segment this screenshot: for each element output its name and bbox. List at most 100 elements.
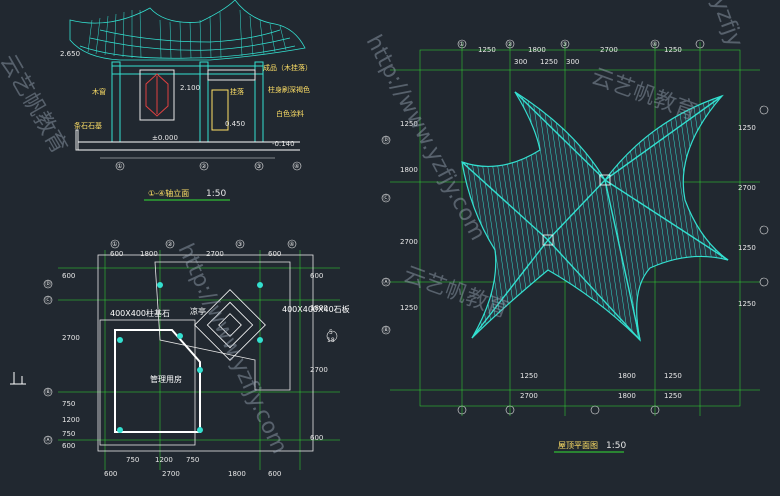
elevation-axis-4: ④ [294,163,299,170]
roof-left-dim-2: 1800 [400,166,418,174]
roof-axis-4: ④ [652,41,657,48]
section-sub: 18 [327,337,335,344]
elevation-note-6: 条石石基 [74,121,102,130]
floor-top-dim-2: 1800 [140,250,158,258]
roof-top2-dim-3: 300 [566,58,579,66]
roof-axis-d: Ⓓ [383,136,389,144]
roof-axis-a: Ⓐ [383,278,389,286]
roof-axis-b: Ⓑ [383,326,389,334]
roof-bot1-dim-1: 1250 [520,372,538,380]
floor-bot2-dim-2: 2700 [162,470,180,478]
floor-plan-walls [97,254,314,452]
floor-bot1-dim-3: 750 [186,456,199,464]
roof-top-dim-1: 1250 [478,46,496,54]
floor-bot2-dim-3: 1800 [228,470,246,478]
floor-top-dim-4: 600 [268,250,281,258]
elevation-structure [75,61,300,151]
roof-bot1-dim-2: 1800 [618,372,636,380]
roof-bot2-dim-1: 2700 [520,392,538,400]
roof-hatch-line [714,92,728,340]
floor-left-dim-2: 2700 [62,334,80,342]
elevation-axis-bubbles [115,161,302,171]
elevation-note-1: 成品（木挂落） [263,63,312,72]
roof-left-dim-3: 2700 [400,238,418,246]
floor-left-dim-5: 750 [62,430,75,438]
floor-left-dim-1: 600 [62,272,75,280]
roof-left-dim-4: 1250 [400,304,418,312]
roof-left-dim-1: 1250 [400,120,418,128]
elevation-level-zero: ±0.000 [152,134,178,142]
floor-plan-view: ① ② ③ ④ Ⓓ Ⓒ Ⓑ Ⓐ 5 18 600 1800 2700 600 7… [10,239,350,478]
roof-top-dim-3: 2700 [600,46,618,54]
floor-axis-2: ② [167,241,173,248]
roof-bot2-dim-3: 1250 [664,392,682,400]
elevation-level-mid: 2.100 [180,84,200,92]
floor-axis-4: ④ [289,241,294,248]
floor-axis-b: Ⓑ [45,388,51,396]
roof-right-dim-1: 1250 [738,124,756,132]
roof-top2-dim-2: 1250 [540,58,558,66]
roof-hatch-line [735,80,775,350]
roof-hatch-line [694,92,728,340]
floor-bot1-dim-2: 1200 [155,456,173,464]
watermark-6: 云艺帆教育 [0,51,71,159]
floor-right-dim-3: 2700 [310,366,328,374]
floor-top-dim-3: 2700 [206,250,224,258]
floor-bot1-dim-1: 750 [126,456,139,464]
elevation-axis-3: ③ [256,163,261,170]
elevation-title-scale: 1:50 [206,189,226,199]
floor-right-dim-1: 600 [310,272,323,280]
roof-top2-dim-1: 300 [514,58,527,66]
roof-hatch-line [689,92,728,340]
roof-hatch-line [740,80,780,350]
elevation-title-text: ①-④轴立面 [148,188,189,198]
roof-hatch-line [745,80,780,350]
floor-axis-3: ③ [237,241,242,248]
label-management-room: 管理用房 [150,374,182,384]
roof-right-dim-4: 1250 [738,300,756,308]
roof-hatch-line [709,92,728,340]
roof-axis-3: ③ [562,41,567,48]
roof-hatch-line [755,80,780,350]
label-pavilion: 凉亭 [190,306,206,316]
roof-right-dim-3: 1250 [738,244,756,252]
floor-top-dim-1: 600 [110,250,123,258]
roof-peak-1 [599,174,611,186]
floor-plan-columns [117,282,263,433]
floor-plan-axis-bubbles [43,239,338,445]
elevation-note-5: 木窗 [92,87,106,96]
watermark-5: http://www.yzfjy.com [361,31,490,245]
elevation-level-floor: 0.450 [225,120,245,128]
roof-hatch-line [724,92,728,340]
floor-axis-a: Ⓐ [45,436,51,444]
elevation-level-ground: -0.140 [272,140,295,148]
elevation-level-top: 2.650 [60,50,80,58]
elevation-axis-1: ① [117,163,122,170]
roof-plan-title: 屋顶平面图 1:50 [554,441,626,453]
roof-axis-1: ① [459,41,464,48]
roof-plan-title-text: 屋顶平面图 [558,441,598,450]
elevation-view: ① ② ③ ④ 2.650 2.100 0.450 ±0.000 -0.140 … [60,0,312,201]
roof-axis-c: Ⓒ [383,194,389,202]
roof-top-dim-2: 1800 [528,46,546,54]
floor-axis-c: Ⓒ [45,296,51,304]
elevation-note-3: 柱身刷深褐色 [268,85,310,94]
label-column-base: 400X400柱基石 [110,308,170,318]
roof-bot2-dim-2: 1800 [618,392,636,400]
watermark-2: 云艺帆教育 [588,64,700,125]
watermark-3: yzfjy [706,0,747,50]
roof-hatch-line [699,92,728,340]
label-stone-slab: 400X400X40石板 [282,304,350,314]
elevation-title: ①-④轴立面 1:50 [144,188,230,201]
north-arrow [10,372,26,385]
floor-right-dim-4: 600 [310,434,323,442]
floor-left-dim-3: 750 [62,400,75,408]
roof-ridges [461,91,729,341]
floor-right-dim-2: 1800 [310,304,328,312]
section-mark: 5 [329,329,333,336]
elevation-axis-2: ② [201,163,207,170]
roof-plan-title-scale: 1:50 [606,441,626,451]
roof-axis-bubbles [381,39,769,415]
